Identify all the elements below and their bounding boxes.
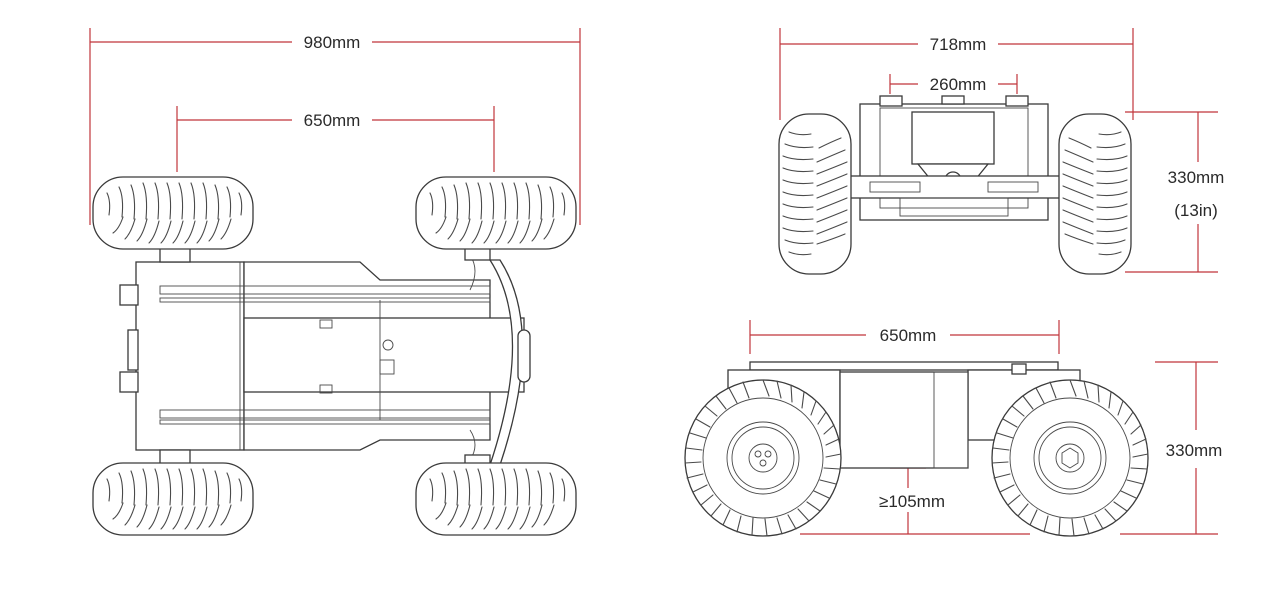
mount-spacing-label: 260mm bbox=[930, 75, 987, 94]
dimension-wheelbase-side: 650mm bbox=[749, 320, 1060, 354]
dimension-wheelbase-top: 650mm bbox=[176, 106, 495, 172]
tire-top-rear-right bbox=[415, 462, 577, 536]
overall-length-label: 980mm bbox=[304, 33, 361, 52]
dimension-ground-clearance: ≥105mm bbox=[800, 467, 1030, 535]
tire-front-left bbox=[778, 113, 852, 275]
ground-clearance-label: ≥105mm bbox=[879, 492, 945, 511]
wheelbase-top-label: 650mm bbox=[304, 111, 361, 130]
overall-width-label: 718mm bbox=[930, 35, 987, 54]
dimension-overall-length: 980mm bbox=[89, 28, 581, 225]
chassis-top bbox=[119, 239, 531, 468]
height-front-imperial-label: (13in) bbox=[1174, 201, 1217, 220]
tire-front-right bbox=[1058, 113, 1132, 275]
dimension-height-front: 330mm (13in) bbox=[1125, 111, 1225, 273]
wheel-side-front bbox=[991, 379, 1149, 537]
tire-top-front-right bbox=[415, 176, 577, 250]
wheelbase-side-label: 650mm bbox=[880, 326, 937, 345]
top-view: 980mm 650mm bbox=[89, 28, 581, 536]
dimension-overall-width: 718mm bbox=[779, 28, 1134, 120]
chassis-front bbox=[845, 95, 1063, 221]
dimension-height-side: 330mm bbox=[1120, 361, 1223, 535]
tire-top-rear-left bbox=[92, 462, 254, 536]
tire-top-front-left bbox=[92, 176, 254, 250]
height-front-label: 330mm bbox=[1168, 168, 1225, 187]
side-view: 650mm 330mm ≥105mm bbox=[684, 320, 1223, 537]
front-view: 718mm 260mm 330mm (13in) bbox=[778, 28, 1225, 275]
wheel-side-rear bbox=[684, 379, 842, 537]
height-side-label: 330mm bbox=[1166, 441, 1223, 460]
dimension-mount-spacing: 260mm bbox=[889, 74, 1018, 94]
